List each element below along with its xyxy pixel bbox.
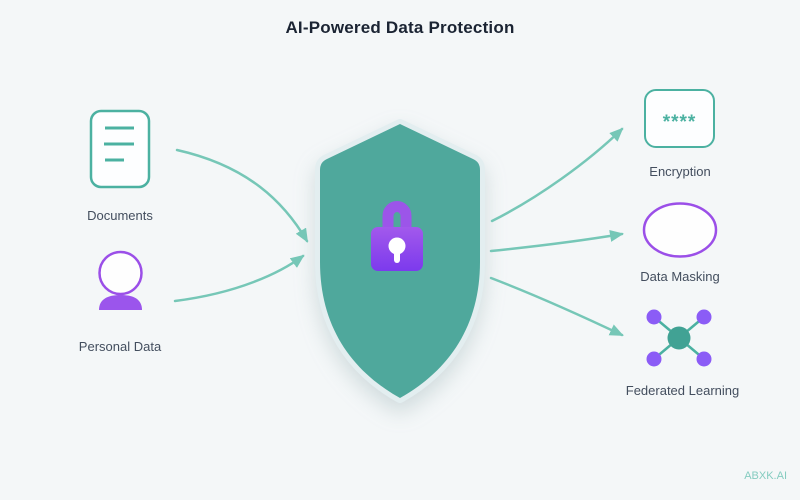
empty-oval-icon	[642, 202, 718, 258]
page-title: AI-Powered Data Protection	[285, 18, 515, 37]
asterisks-glyph: ****	[662, 112, 697, 133]
keyhole-icon	[388, 237, 406, 255]
document-icon	[89, 109, 151, 189]
shield-lock-icon	[315, 119, 485, 403]
encryption-label: Encryption	[649, 164, 711, 179]
personal-data-label: Personal Data	[78, 339, 162, 354]
federated-learning-label: Federated Learning	[625, 383, 740, 398]
arrow-personal-to-shield	[173, 254, 305, 303]
masked-password-icon: ****	[644, 89, 715, 148]
lock-icon	[371, 201, 423, 271]
person-icon	[98, 250, 143, 310]
network-nodes-icon	[646, 309, 712, 367]
documents-label: Documents	[87, 208, 153, 223]
watermark: ABXK.AI	[744, 470, 787, 482]
data-masking-label: Data Masking	[640, 269, 720, 284]
